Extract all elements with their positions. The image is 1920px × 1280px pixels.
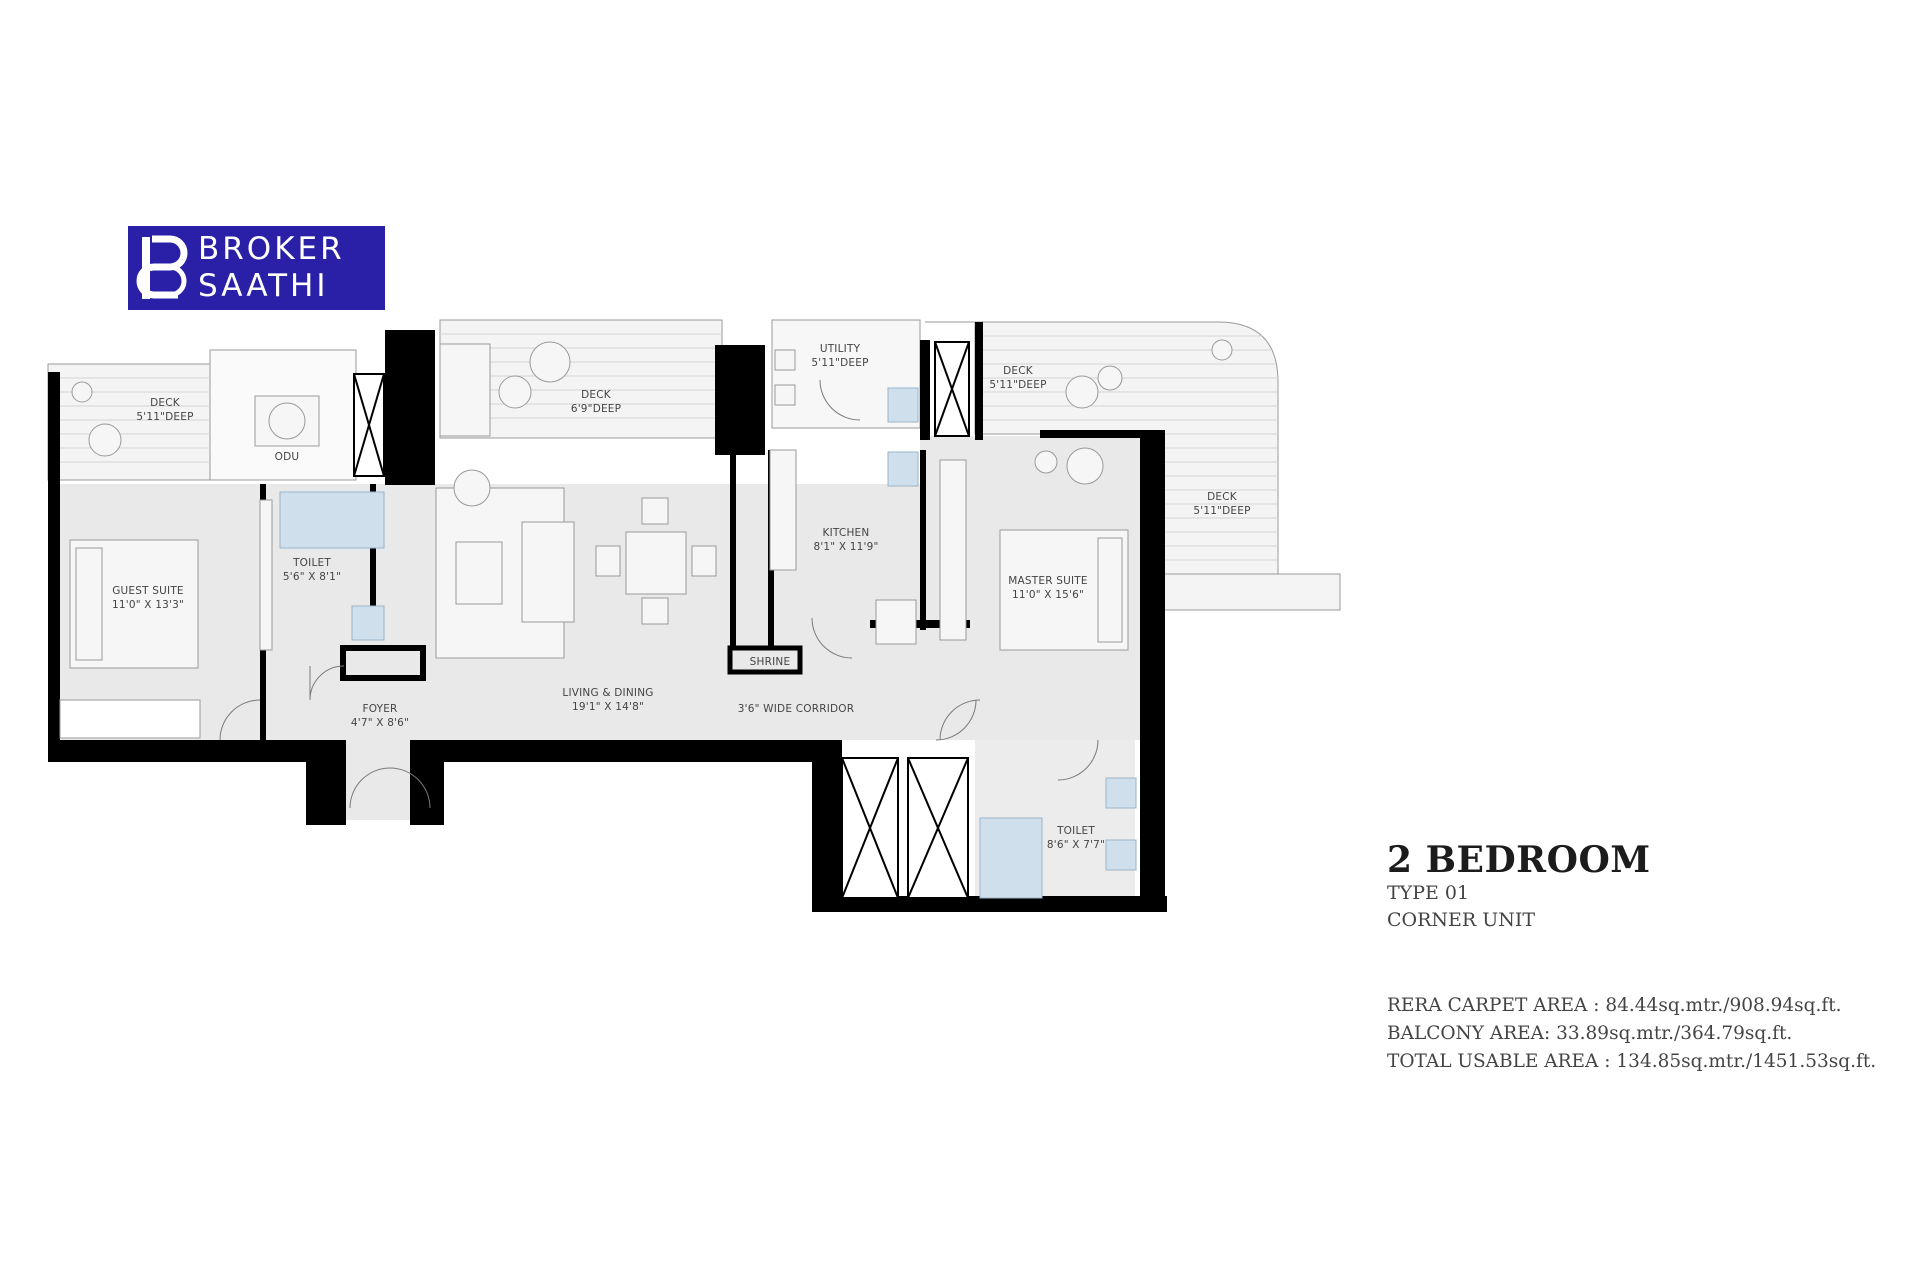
label-deck-far-right-dim: 5'11"DEEP (1193, 505, 1250, 517)
label-deck-right-name: DECK (1003, 365, 1034, 377)
interior-floor (60, 436, 1140, 900)
label-foyer-dim: 4'7" X 8'6" (351, 717, 409, 729)
label-deck-left-name: DECK (150, 397, 181, 409)
label-kitchen-name: KITCHEN (823, 527, 870, 539)
label-master-suite-name: MASTER SUITE (1008, 575, 1087, 587)
total-usable-area: TOTAL USABLE AREA : 134.85sq.mtr./1451.5… (1387, 1051, 1877, 1072)
label-foyer-name: FOYER (362, 703, 397, 715)
label-toilet-guest-dim: 5'6" X 8'1" (283, 571, 341, 583)
unit-title: 2 BEDROOM (1387, 839, 1651, 881)
service-shafts (353, 341, 970, 899)
label-deck-far-right-name: DECK (1207, 491, 1238, 503)
door-swings (219, 379, 1099, 809)
broker-saathi-logo: BROKER SAATHI (128, 226, 385, 310)
wet-areas (279, 387, 1137, 899)
label-master-suite-dim: 11'0" X 15'6" (1012, 589, 1084, 601)
area-details: RERA CARPET AREA : 84.44sq.mtr./908.94sq… (1387, 992, 1876, 1076)
label-deck-center-name: DECK (581, 389, 612, 401)
furniture (59, 339, 1233, 739)
label-toilet-master-dim: 8'6" X 7'7" (1047, 839, 1105, 851)
logo-mark-icon (128, 226, 198, 310)
label-toilet-guest-name: TOILET (292, 557, 331, 569)
label-deck-left-dim: 5'11"DEEP (136, 411, 193, 423)
label-kitchen-dim: 8'1" X 11'9" (813, 541, 878, 553)
room-labels: DECK 5'11"DEEP ODU DECK 6'9"DEEP UTILITY… (112, 343, 1250, 851)
label-toilet-master-name: TOILET (1056, 825, 1095, 837)
logo-line-1: BROKER (198, 231, 345, 267)
label-guest-suite-dim: 11'0" X 13'3" (112, 599, 184, 611)
label-guest-suite-name: GUEST SUITE (112, 585, 184, 597)
label-living-name: LIVING & DINING (562, 687, 653, 699)
unit-type: TYPE 01 (1387, 882, 1470, 904)
balcony-area: BALCONY AREA: 33.89sq.mtr./364.79sq.ft. (1387, 1023, 1793, 1044)
label-deck-right-dim: 5'11"DEEP (989, 379, 1046, 391)
rera-carpet-area: RERA CARPET AREA : 84.44sq.mtr./908.94sq… (1387, 995, 1842, 1016)
label-odu: ODU (275, 451, 300, 463)
logo-line-2: SAATHI (198, 268, 329, 304)
label-shrine: SHRINE (750, 656, 791, 668)
label-deck-center-dim: 6'9"DEEP (571, 403, 621, 415)
label-living-dim: 19'1" X 14'8" (572, 701, 644, 713)
label-corridor: 3'6" WIDE CORRIDOR (738, 703, 854, 715)
logo-text: BROKER SAATHI (198, 231, 345, 305)
label-utility-name: UTILITY (820, 343, 861, 355)
unit-position: CORNER UNIT (1387, 909, 1536, 931)
label-utility-dim: 5'11"DEEP (811, 357, 868, 369)
unit-info: 2 BEDROOM TYPE 01 CORNER UNIT (1387, 840, 1651, 934)
